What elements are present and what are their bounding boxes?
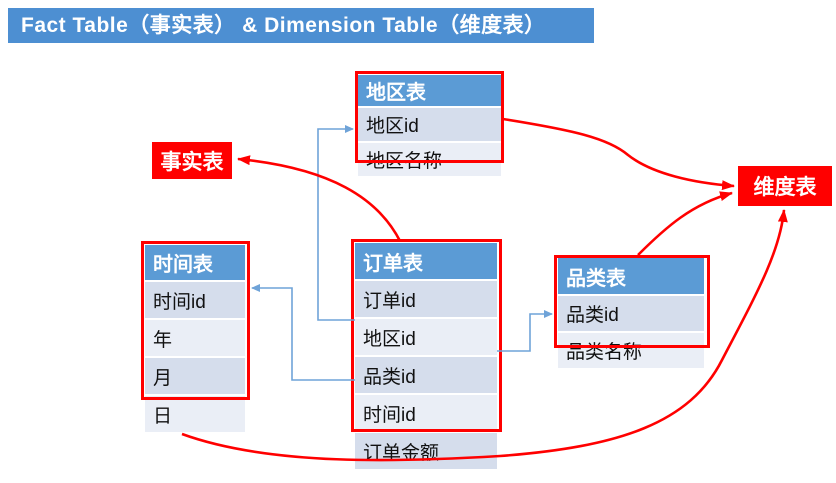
connector-order-time (251, 284, 355, 381)
order-highlight-box (351, 239, 502, 432)
slide-title: Fact Table（事实表） & Dimension Table（维度表） (8, 8, 594, 43)
table-region-header: 地区表 (358, 75, 501, 108)
table-row: 日 (145, 396, 245, 434)
connector-order-category (497, 310, 553, 352)
connector-order-region (317, 125, 355, 321)
category-highlight-box (554, 255, 710, 348)
table-row: 订单金额 (355, 433, 497, 471)
arrow-region-to-dimension-label (502, 117, 735, 191)
arrow-category-to-dimension-label (637, 191, 733, 256)
dimension-table-label: 维度表 (738, 166, 832, 206)
time-highlight-box (141, 241, 250, 400)
region-highlight-box (355, 71, 504, 163)
fact-table-label: 事实表 (152, 142, 232, 179)
table-row: 地区id (358, 108, 501, 143)
